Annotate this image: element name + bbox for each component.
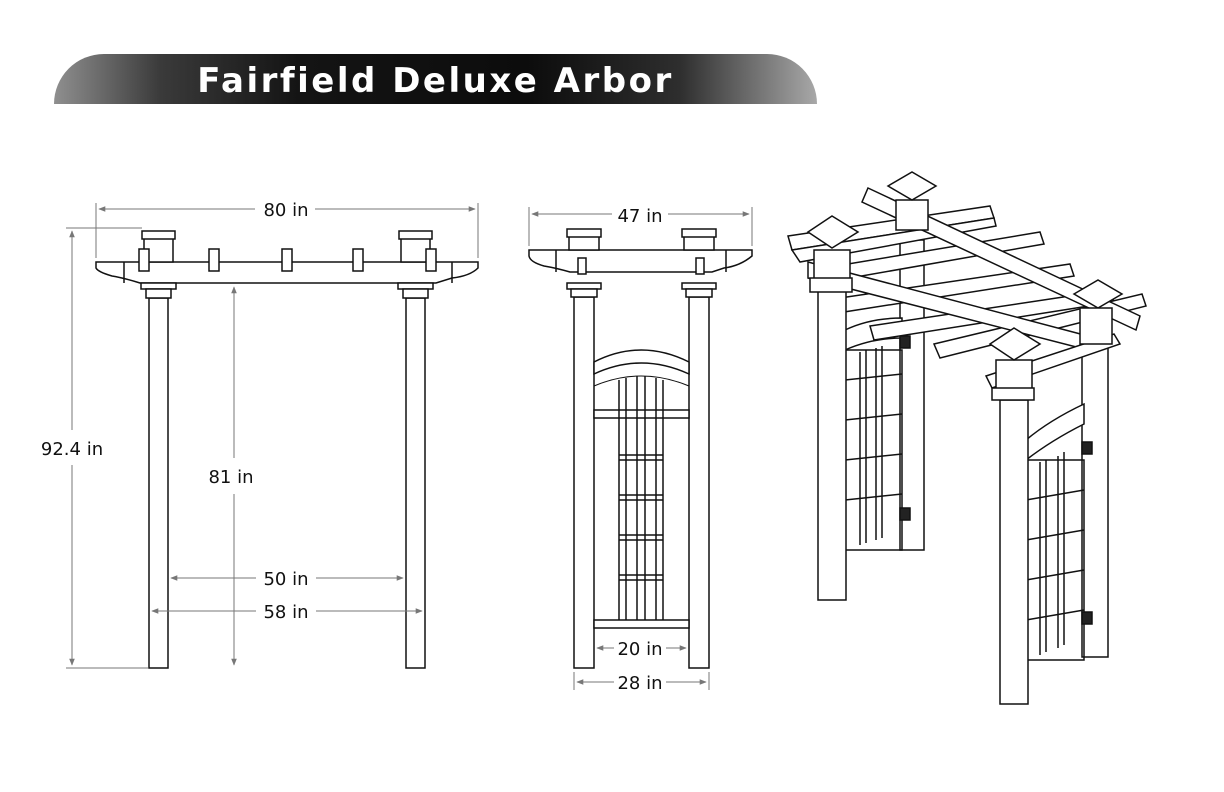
page-title: Fairfield Deluxe Arbor [197,61,674,101]
side-beam [528,249,753,273]
iso-front-right-post [999,399,1029,705]
iso-front-left-post [817,289,847,601]
dim-side-width: 28 in [617,673,662,694]
side-right-post [688,296,710,669]
side-left-post [573,296,595,669]
dim-inner-width: 50 in [263,569,308,590]
dim-depth: 47 in [617,206,662,227]
front-beam [95,261,479,284]
front-right-post [405,297,426,669]
dim-trellis-width: 20 in [617,639,662,660]
title-banner: Fairfield Deluxe Arbor [54,54,817,104]
dim-clear-height: 81 in [208,467,253,488]
dim-post-width: 58 in [263,602,308,623]
front-view: 80 in 92.4 in 81 in 50 in 58 in [41,200,479,669]
dim-overall-width: 80 in [263,200,308,221]
dim-overall-height: 92.4 in [41,439,103,460]
side-view: 47 in 20 in 28 in [528,206,753,694]
front-left-post [148,297,169,669]
isometric-view [787,171,1147,705]
